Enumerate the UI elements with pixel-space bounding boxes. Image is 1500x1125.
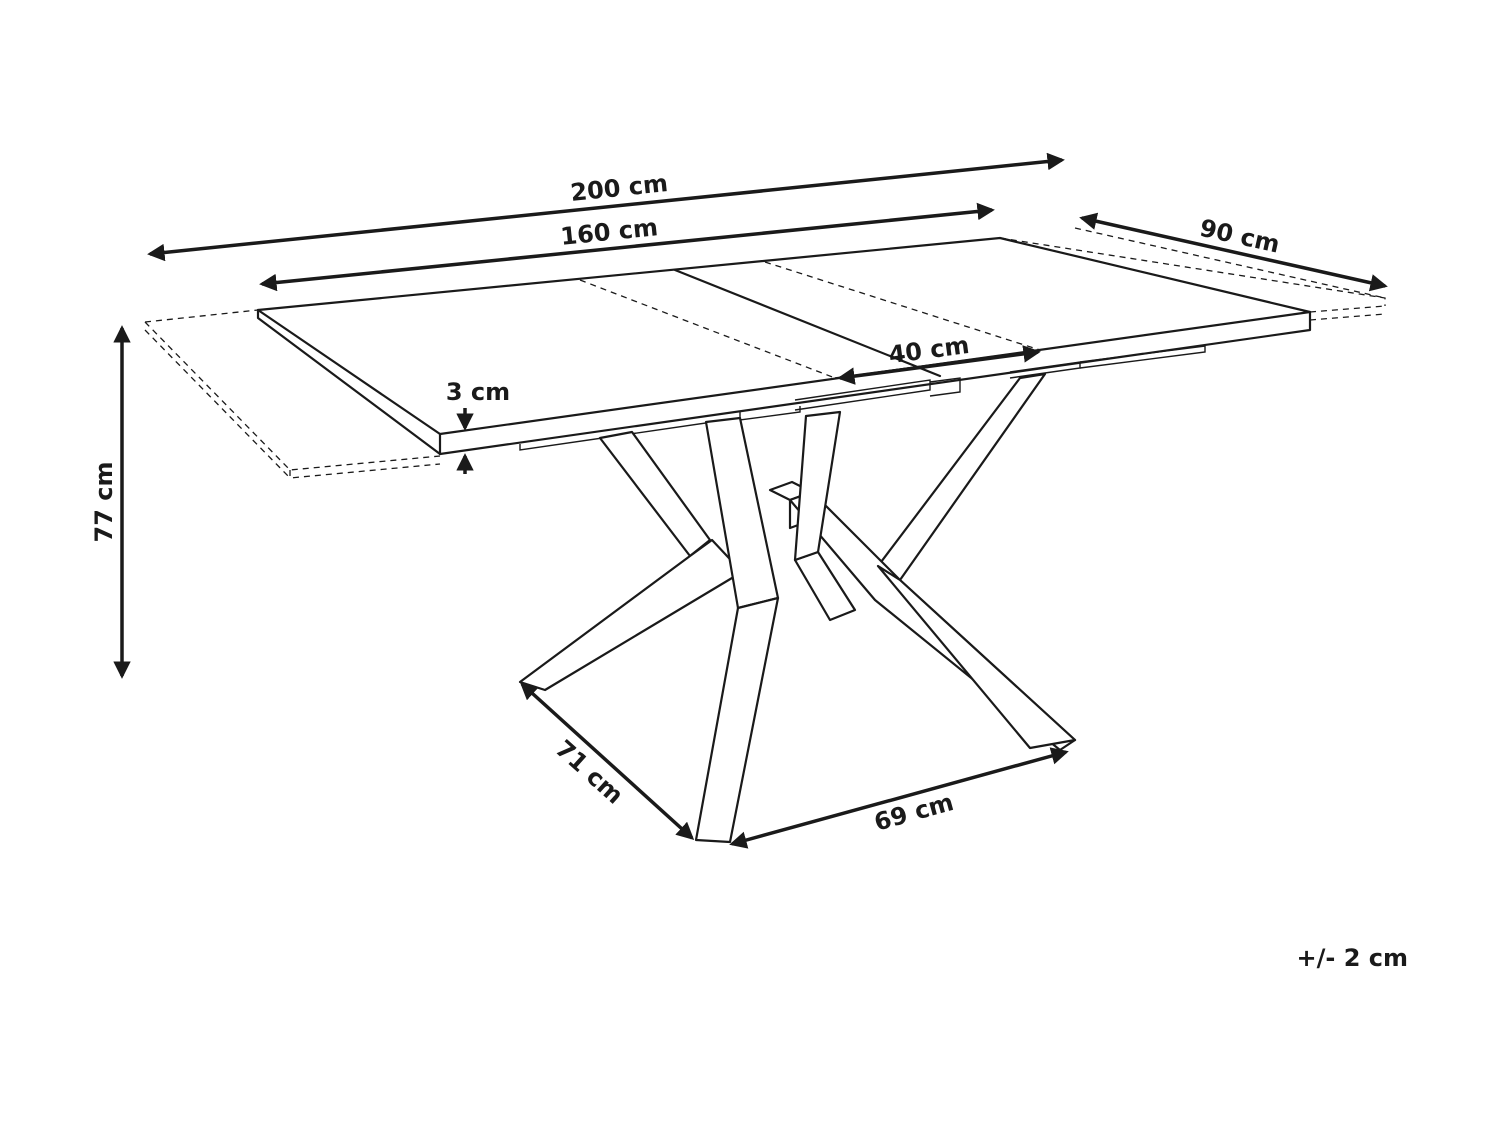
base-legs: [518, 372, 1077, 844]
height-label: 77 cm: [90, 462, 118, 543]
tolerance-note: +/- 2 cm: [1296, 944, 1408, 972]
base-width-arrow: [729, 747, 1069, 849]
depth-arrow: [1079, 212, 1388, 292]
dimension-lines: [113, 152, 1388, 849]
thickness-label: 3 cm: [446, 378, 510, 406]
base-depth-arrow: [519, 682, 695, 840]
table-top: [256, 236, 1312, 456]
table-length-arrow: [259, 202, 995, 292]
leaf-arrow: [837, 345, 1041, 385]
